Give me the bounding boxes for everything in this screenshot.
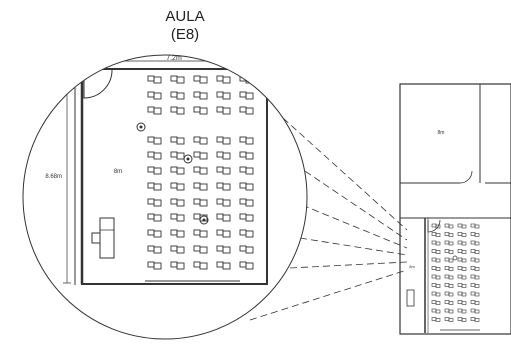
plan-desk <box>431 274 441 280</box>
plan-desk <box>444 257 454 263</box>
plan-desk <box>457 291 467 297</box>
plan-desk <box>457 249 467 254</box>
plan-desk <box>444 274 454 280</box>
plan-classroom-label: 8m <box>409 264 415 269</box>
plan-desk <box>457 232 467 237</box>
plan-desk <box>444 266 454 271</box>
plan-room-label: 8m <box>438 130 445 136</box>
plan-desk <box>457 300 467 305</box>
plan-desk <box>431 232 441 237</box>
plan-desk <box>470 223 480 229</box>
plan-desk <box>470 257 480 263</box>
plan-desk <box>431 240 441 246</box>
plan-desk <box>470 308 480 314</box>
plan-desk <box>470 249 480 254</box>
plan-desk <box>457 266 467 271</box>
plan-desk <box>431 283 441 288</box>
plan-desk <box>431 317 441 322</box>
plan-desk <box>444 240 454 246</box>
plan-desk <box>431 308 441 314</box>
plan-desk <box>457 317 467 322</box>
plan-desk <box>431 291 441 297</box>
plan-desk <box>457 240 467 246</box>
plan-desk <box>457 283 467 288</box>
plan-desk <box>431 249 441 254</box>
plan-desk <box>470 283 480 288</box>
plan-desk <box>457 308 467 314</box>
zoom-connector-lines <box>249 117 408 321</box>
plan-desk <box>444 232 454 237</box>
door-swing <box>83 69 113 99</box>
diagram-subtitle: (E8) <box>170 26 200 43</box>
plan-desk <box>470 240 480 246</box>
plan-desk <box>470 317 480 322</box>
plan-desk <box>444 249 454 254</box>
sensor-marker-1 <box>136 122 146 132</box>
plan-desk <box>444 291 454 297</box>
plan-desk <box>470 300 480 305</box>
room-area-label: 8m <box>114 169 122 175</box>
plan-desk <box>431 257 441 263</box>
sensor-marker-2 <box>183 154 193 164</box>
sensor-marker-3 <box>199 215 209 225</box>
teacher-desk <box>91 217 115 259</box>
building-floor-plan <box>399 83 511 335</box>
height-label: 8.68m <box>45 174 62 180</box>
plan-desk <box>470 232 480 237</box>
diagram-title: AULA <box>165 8 205 25</box>
plan-desk <box>444 283 454 288</box>
plan-desk <box>431 266 441 271</box>
width-label: 7.2m <box>166 55 182 62</box>
plan-desk <box>444 300 454 305</box>
plan-desk <box>470 291 480 297</box>
plan-desk <box>470 266 480 271</box>
plan-desk <box>457 274 467 280</box>
plan-desk <box>444 308 454 314</box>
plan-desk <box>444 317 454 322</box>
plan-desk <box>457 257 467 263</box>
plan-desk <box>457 223 467 229</box>
plan-desk <box>431 300 441 305</box>
magnifier-circle <box>22 54 308 340</box>
plan-desk <box>470 274 480 280</box>
plan-desk <box>444 223 454 229</box>
